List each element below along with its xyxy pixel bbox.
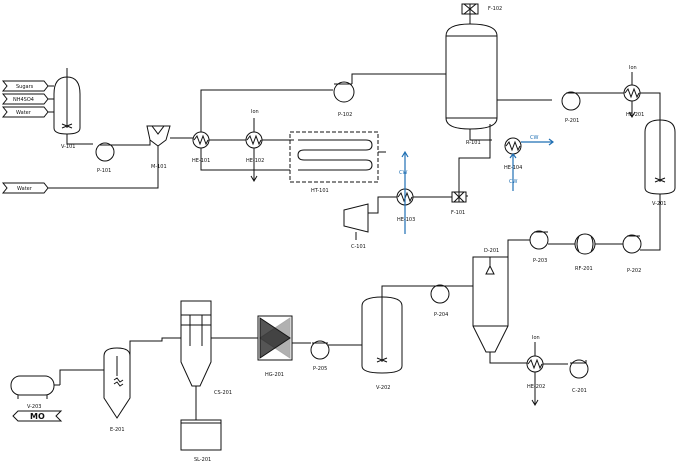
- product-mo: MO: [12, 410, 63, 422]
- pump-p201: P-201: [561, 91, 581, 124]
- mixer-m101: M-101: [146, 125, 171, 170]
- label-v201: V-201: [652, 201, 666, 207]
- feed-sugars: Sugars: [1, 80, 49, 92]
- steam-in-he102: Ion: [251, 109, 259, 115]
- tank-v101: V-101: [53, 68, 81, 150]
- label-he201: HE-201: [626, 112, 644, 118]
- label-p204: P-204: [434, 312, 448, 318]
- cw-out-he104: CW: [530, 135, 538, 141]
- tank-v203: V-203: [10, 375, 55, 410]
- label-sl201: SL-201: [194, 457, 211, 463]
- label-v202: V-202: [376, 385, 390, 391]
- heat-exchanger-he102: Ion HE-102: [245, 109, 264, 182]
- label-he103: HE-103: [397, 217, 415, 223]
- label-hg201: HG-201: [265, 372, 284, 378]
- label-he104: HE-104: [504, 165, 522, 171]
- label-e201: E-201: [110, 427, 125, 433]
- tank-v202: V-202: [361, 296, 403, 391]
- steam-in-he201: Ion: [629, 65, 637, 71]
- dryer-d201: D-201: [472, 248, 509, 353]
- cw-he103: CW: [399, 170, 407, 176]
- heat-exchanger-he104: CW CW HE-104: [504, 135, 554, 191]
- label-c101: C-101: [351, 244, 366, 250]
- label-d201: D-201: [484, 248, 499, 254]
- heater-ht101: HT-101: [289, 131, 379, 194]
- label-f102: F-102: [488, 6, 502, 12]
- label-c201: C-201: [572, 388, 587, 394]
- pump-p101: P-101: [95, 142, 115, 174]
- label-he202: HE-202: [527, 384, 545, 390]
- feed-water-2-label: Water: [17, 186, 33, 192]
- label-p202: P-202: [627, 268, 641, 274]
- label-r101: R-101: [466, 140, 481, 146]
- label-m101: M-101: [151, 164, 167, 170]
- feed-nh4so4-label: NH4SO4: [13, 97, 34, 103]
- feed-water-2: Water: [1, 182, 49, 194]
- label-p203: P-203: [533, 258, 547, 264]
- cyclone-cs201: CS-201: [180, 300, 232, 396]
- heat-exchanger-he103: CW HE-103: [396, 150, 415, 234]
- reactor-r101: R-101: [445, 23, 498, 146]
- cw-in-he104: CW: [509, 179, 517, 185]
- homogenizer-hg201: HG-201: [257, 315, 293, 378]
- blower-c201: C-201: [569, 359, 589, 394]
- feed-water-1-label: Water: [16, 110, 32, 116]
- label-ht101: HT-101: [311, 188, 329, 194]
- label-v101: V-101: [61, 144, 75, 150]
- silo-sl201: SL-201: [180, 419, 222, 463]
- feed-sugars-label: Sugars: [16, 84, 34, 90]
- heat-exchanger-he201: Ion HE-201: [623, 65, 644, 118]
- pump-p205: P-205: [310, 340, 330, 372]
- pump-p102: P-102: [333, 81, 355, 118]
- label-rf201: RF-201: [575, 266, 593, 272]
- heat-exchanger-he202: Ion HE-202: [526, 335, 545, 406]
- label-p201: P-201: [565, 118, 579, 124]
- label-p101: P-101: [97, 168, 111, 174]
- label-v203: V-203: [27, 404, 41, 410]
- refrigerator-rf201: RF-201: [574, 233, 596, 272]
- pump-p202: P-202: [622, 234, 642, 274]
- steam-in-he202: Ion: [532, 335, 540, 341]
- label-p205: P-205: [313, 366, 327, 372]
- label-p102: P-102: [338, 112, 352, 118]
- compressor-c101: C-101: [343, 203, 369, 250]
- product-mo-label: MO: [30, 412, 45, 421]
- filter-f101: F-101: [451, 191, 467, 216]
- evaporator-e201: E-201: [103, 347, 131, 433]
- label-he102: HE-102: [246, 158, 264, 164]
- feed-nh4so4: NH4SO4: [1, 93, 49, 105]
- label-cs201: CS-201: [214, 390, 232, 396]
- feed-water-1: Water: [1, 106, 49, 118]
- filter-f102: F-102: [461, 3, 502, 15]
- pump-p204: P-204: [430, 284, 451, 318]
- label-f101: F-101: [451, 210, 465, 216]
- tank-v201: V-201: [644, 116, 676, 207]
- pump-p203: P-203: [529, 230, 549, 264]
